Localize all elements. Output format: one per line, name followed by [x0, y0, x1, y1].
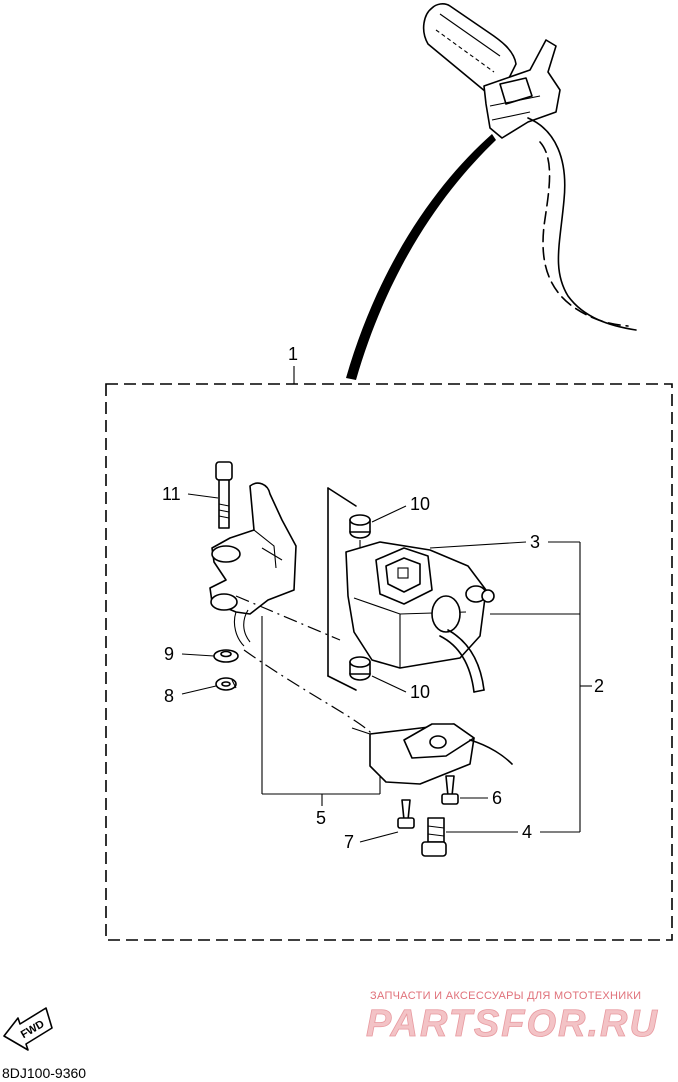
grommet-lower: [349, 656, 371, 681]
alignment-lines: [235, 487, 373, 735]
bolt-11: [215, 461, 233, 529]
svg-text:9: 9: [164, 644, 174, 664]
svg-text:6: 6: [492, 788, 502, 808]
svg-text:10: 10: [410, 494, 430, 514]
handlebar: [422, 3, 637, 331]
callout-3: 3: [429, 532, 580, 552]
callout-10-upper: 10: [371, 494, 430, 523]
callout-11: 11: [162, 484, 219, 504]
assembly-boundary: [105, 383, 673, 941]
svg-text:3: 3: [530, 532, 540, 552]
screw-6: [441, 775, 459, 805]
assembly-leader: [346, 134, 496, 380]
callout-2: 2: [490, 542, 604, 832]
svg-text:7: 7: [344, 832, 354, 852]
svg-text:5: 5: [316, 808, 326, 828]
watermark: ЗАПЧАСТИ И АКСЕССУАРЫ ДЛЯ МОТОТЕХНИКИ PA…: [366, 990, 659, 1045]
callout-7: 7: [344, 831, 399, 852]
callout-9: 9: [164, 644, 215, 664]
diagram-code: 8DJ100-9360: [2, 1065, 86, 1081]
svg-text:ЗАПЧАСТИ И АКСЕССУАРЫ ДЛЯ МОТО: ЗАПЧАСТИ И АКСЕССУАРЫ ДЛЯ МОТОТЕХНИКИ: [370, 990, 641, 1002]
grommet-upper: [349, 514, 371, 560]
svg-text:10: 10: [410, 682, 430, 702]
lock-washer-8: [215, 677, 237, 691]
switch-housing: [345, 541, 495, 693]
svg-text:2: 2: [594, 676, 604, 696]
callout-4: 4: [446, 822, 580, 842]
svg-text:8: 8: [164, 686, 174, 706]
switch-bracket: [209, 482, 297, 647]
svg-text:1: 1: [288, 344, 298, 364]
callout-6: 6: [460, 788, 502, 808]
switch-cover: [351, 723, 513, 785]
screw-7: [397, 799, 415, 829]
callout-10-lower: 10: [371, 675, 430, 702]
callout-5: 5: [261, 616, 381, 828]
svg-text:11: 11: [162, 484, 181, 504]
svg-text:PARTSFOR.RU: PARTSFOR.RU: [366, 1003, 659, 1045]
svg-text:4: 4: [522, 822, 532, 842]
callout-8: 8: [164, 685, 217, 706]
callout-1: 1: [288, 344, 298, 384]
washer-9: [213, 649, 239, 663]
bolt-4: [421, 817, 447, 857]
fwd-arrow-icon: FWD: [3, 1007, 53, 1051]
